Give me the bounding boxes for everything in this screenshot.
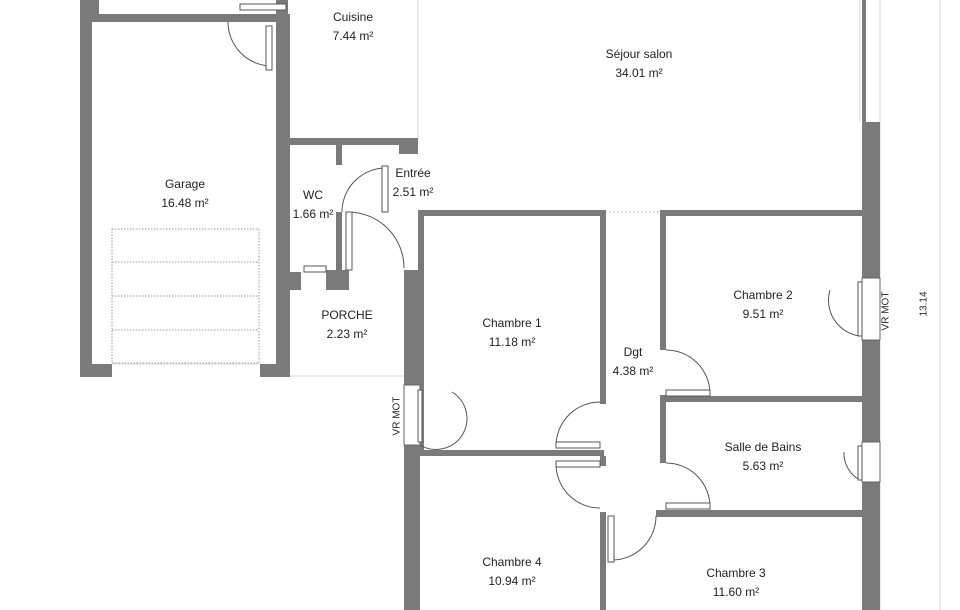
window-swing xyxy=(419,391,468,450)
door-swing xyxy=(665,349,711,395)
room-area: 10.94 m² xyxy=(488,574,536,588)
room-area: 11.18 m² xyxy=(488,335,536,349)
room-entree: Entrée 2.51 m² xyxy=(393,164,434,202)
wall-segment xyxy=(418,450,604,456)
room-area: 16.48 m² xyxy=(161,196,209,210)
room-area: 34.01 m² xyxy=(615,66,663,80)
wc-door[interactable] xyxy=(303,265,327,273)
chambre-3-door[interactable] xyxy=(607,515,615,563)
wall-segment xyxy=(288,272,301,290)
room-porche: PORCHE 2.23 m² xyxy=(321,306,372,344)
door-swing xyxy=(555,463,601,509)
wall-segment xyxy=(862,0,866,122)
wall-segment xyxy=(418,210,424,455)
wall-segment xyxy=(336,212,342,290)
wall-segment xyxy=(404,270,420,385)
wall-segment xyxy=(660,210,666,350)
room-name: PORCHE xyxy=(321,308,373,322)
room-name: Salle de Bains xyxy=(724,440,802,454)
room-name: Chambre 2 xyxy=(733,288,793,302)
chambre-1-door[interactable] xyxy=(555,441,601,449)
vr-mot-left-label: VR MOT xyxy=(391,396,403,436)
wall-segment xyxy=(660,396,865,402)
room-chambre-3: Chambre 3 11.60 m² xyxy=(706,564,765,602)
wall-segment xyxy=(399,138,418,154)
wall-segment xyxy=(656,510,866,517)
room-chambre-1: Chambre 1 11.18 m² xyxy=(482,314,541,352)
window-leaf[interactable] xyxy=(857,281,863,337)
wall-segment xyxy=(418,210,606,216)
door-swing xyxy=(665,462,711,508)
wall-segment xyxy=(862,122,880,278)
wall-segment xyxy=(862,482,880,610)
vr-mot-right-label: VR MOT xyxy=(880,291,892,331)
wall-segment xyxy=(80,0,99,17)
room-name: WC xyxy=(303,188,323,202)
room-sejour-salon: Séjour salon 34.01 m² xyxy=(606,45,673,83)
room-garage: Garage 16.48 m² xyxy=(161,175,208,213)
room-name: Chambre 1 xyxy=(482,316,542,330)
room-area: 2.23 m² xyxy=(326,327,368,341)
wall-segment xyxy=(80,364,112,377)
room-cuisine: Cuisine 7.44 m² xyxy=(333,8,374,46)
room-name: Cuisine xyxy=(332,10,374,24)
garage-door[interactable] xyxy=(265,25,273,71)
door-swing xyxy=(341,167,387,213)
wall-segment xyxy=(80,14,285,22)
wall-segment xyxy=(862,340,880,442)
room-name: Dgt xyxy=(623,345,643,359)
wall-segment xyxy=(326,270,349,290)
room-area: 2.51 m² xyxy=(392,185,434,199)
door-swing xyxy=(347,211,405,269)
room-area: 5.63 m² xyxy=(742,459,784,473)
room-area: 7.44 m² xyxy=(332,29,374,43)
wall-segment xyxy=(660,395,666,463)
window-chambre-2 xyxy=(861,277,881,341)
window-leaf[interactable] xyxy=(857,445,863,481)
porch-door[interactable] xyxy=(345,211,353,271)
dimension-label: 13.14 xyxy=(918,291,930,317)
room-name: Garage xyxy=(164,177,206,191)
room-wc: WC 1.66 m² xyxy=(293,186,334,224)
wall-segment xyxy=(336,145,342,165)
window-leaf[interactable] xyxy=(417,389,423,443)
wall-segment xyxy=(600,512,606,610)
wall-segment xyxy=(288,138,418,145)
wall-segment xyxy=(600,456,606,466)
room-area: 11.60 m² xyxy=(712,585,760,599)
chambre-4-door[interactable] xyxy=(555,460,601,468)
room-name: Séjour salon xyxy=(605,47,673,61)
door-swing xyxy=(611,515,657,561)
door-swing xyxy=(227,21,273,67)
room-dgt: Dgt 4.38 m² xyxy=(613,343,654,381)
room-chambre-4: Chambre 4 10.94 m² xyxy=(482,553,541,591)
wall-segment xyxy=(404,445,420,610)
room-chambre-2: Chambre 2 9.51 m² xyxy=(733,286,792,324)
room-name: Entrée xyxy=(395,166,431,180)
room-area: 4.38 m² xyxy=(612,364,654,378)
chambre-2-door[interactable] xyxy=(665,389,711,397)
salle-de-bains-door[interactable] xyxy=(665,502,711,510)
window-swing xyxy=(828,289,861,337)
wall-segment xyxy=(660,210,865,216)
room-name: Chambre 4 xyxy=(482,555,542,569)
door-swing xyxy=(555,401,601,447)
wall-segment xyxy=(600,212,606,404)
door-leaf[interactable] xyxy=(239,3,287,11)
room-area: 1.66 m² xyxy=(292,207,334,221)
window-salle-de-bains xyxy=(861,441,881,483)
wall-segment xyxy=(276,14,290,364)
room-area: 9.51 m² xyxy=(742,307,784,321)
room-salle-de-bains: Salle de Bains 5.63 m² xyxy=(725,438,802,476)
room-name: Chambre 3 xyxy=(706,566,766,580)
wall-segment xyxy=(260,364,290,377)
entry-door[interactable] xyxy=(381,165,389,213)
wall-segment xyxy=(80,22,92,377)
